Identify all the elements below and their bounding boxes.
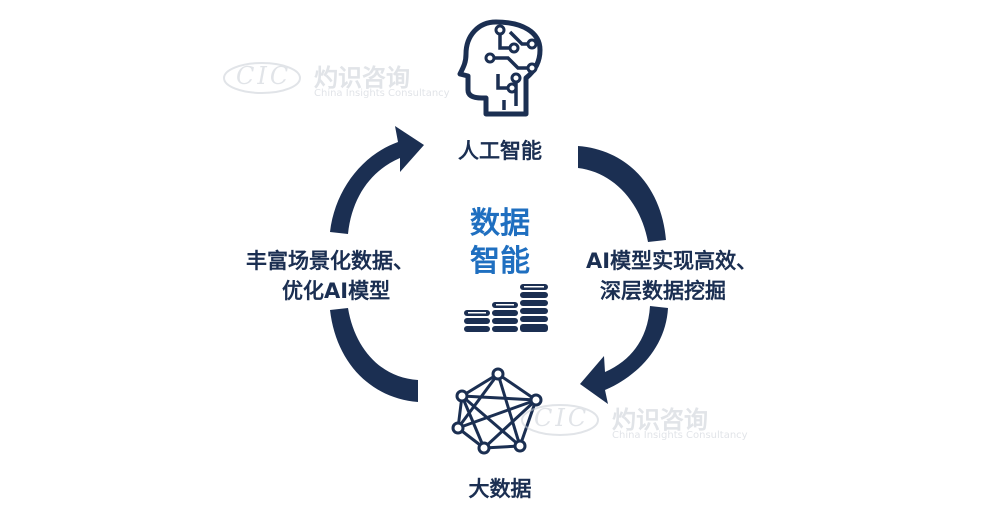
watermark-name-cn: 灼识咨询 [314, 64, 410, 92]
watermark-logo: CIC [236, 62, 292, 90]
watermark-name-en: China Insights Consultancy [314, 88, 450, 99]
right-text-line-2: 深层数据挖掘 [600, 279, 726, 303]
big-data-label: 大数据 [468, 477, 532, 501]
ai-label: 人工智能 [458, 139, 542, 163]
cic-logo-icon [223, 62, 301, 94]
left-text-line-2: 优化AI模型 [282, 279, 391, 303]
right-text: AI模型实现高效、 深层数据挖掘 [586, 246, 757, 306]
left-text-line-1: 丰富场景化数据、 [246, 249, 414, 273]
arrow-mining-to-bigdata [580, 306, 668, 404]
center-title: 数据 智能 [440, 205, 560, 281]
coin-stack-middle [492, 302, 518, 332]
right-text-line-1: AI模型实现高效、 [586, 249, 758, 273]
watermark-name-cn-2: 灼识咨询 [612, 406, 708, 434]
network-icon [451, 367, 543, 455]
arrow-ai-to-mining [578, 146, 666, 242]
arrow-scene-to-ai [330, 126, 424, 234]
left-text: 丰富场景化数据、 优化AI模型 [246, 246, 414, 306]
arrow-bigdata-to-scene [330, 308, 418, 402]
coin-stacks-icon [464, 284, 548, 332]
coin-stack-right [520, 284, 548, 332]
ai-head-icon [457, 19, 543, 117]
center-line-2: 智能 [470, 244, 530, 279]
cic-logo-icon-2 [521, 404, 599, 436]
watermark-name-en-2: China Insights Consultancy [612, 430, 748, 441]
center-line-1: 数据 [470, 206, 530, 241]
watermark-logo-2: CIC [534, 404, 590, 432]
